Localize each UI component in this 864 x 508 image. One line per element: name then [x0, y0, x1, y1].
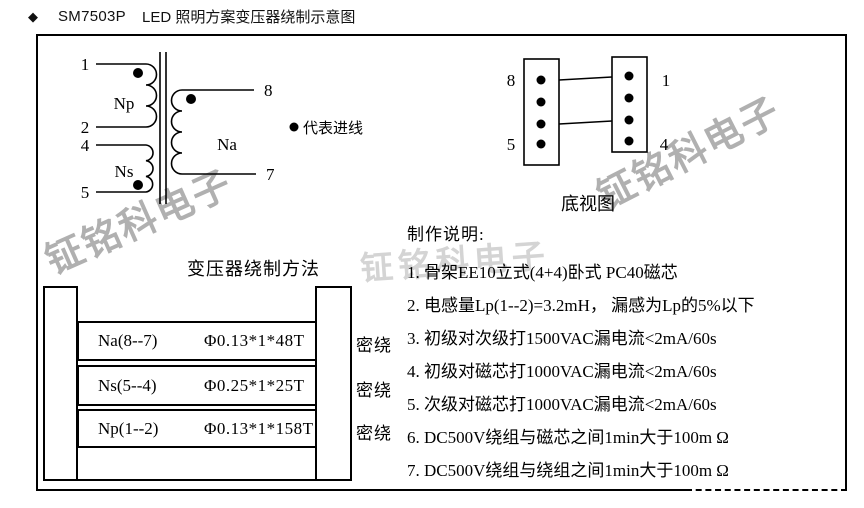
bottom-view-caption: 底视图 — [561, 194, 615, 214]
wire-spec: Φ0.25*1*25T — [204, 375, 305, 395]
core-lines — [159, 52, 167, 204]
bv-pin1-label: 1 — [662, 71, 671, 90]
winding-name: Ns(5--4) — [98, 375, 157, 395]
pin2-label: 2 — [81, 118, 90, 137]
winding-name: Na(8--7) — [98, 331, 158, 350]
diamond-bullet-icon: ◆ — [28, 8, 38, 24]
bv-pin4-label: 4 — [660, 135, 669, 154]
dot-pin8 — [186, 94, 196, 104]
diagram-panel: 钲铭科电子 钲铭科电子 钲铭科电子 1 2 4 5 8 — [36, 34, 847, 491]
winding-name: Np(1--2) — [98, 418, 159, 438]
winding-row-np: Np(1--2) Φ0.13*1*158T — [77, 409, 317, 448]
instruction-item: 5. 次级对磁芯打1000VAC漏电流<2mA/60s — [407, 395, 717, 414]
instruction-item: 6. DC500V绕组与磁芯之间1min大于100m Ω — [407, 428, 729, 447]
bv-pin5-label: 5 — [507, 135, 516, 154]
winding-note: 密绕 — [356, 424, 392, 443]
np-winding-coil — [96, 63, 158, 128]
winding-note: 密绕 — [356, 381, 392, 400]
bv-pin8-label: 8 — [507, 71, 516, 90]
na-winding-coil — [170, 89, 256, 175]
instruction-item: 2. 电感量Lp(1--2)=3.2mH， 漏感为Lp的5%以下 — [407, 296, 755, 315]
page-title: ◆ SM7503P LED 照明方案变压器绕制示意图 — [28, 6, 355, 27]
instruction-item: 1. 骨架EE10立式(4+4)卧式 PC40磁芯 — [407, 263, 678, 282]
ns-winding-coil — [96, 144, 154, 193]
na-label: Na — [217, 135, 237, 154]
title-text: LED 照明方案变压器绕制示意图 — [141, 9, 356, 26]
schematic-drawing: 1 2 4 5 8 7 Np Ns Na 代表进线 — [43, 52, 671, 481]
winding-method-title: 变压器绕制方法 — [187, 259, 320, 279]
instructions-block: 制作说明: 1. 骨架EE10立式(4+4)卧式 PC40磁芯 2. 电感量Lp… — [407, 220, 839, 487]
bottom-view: 8 5 1 4 — [507, 56, 671, 166]
pin5-label: 5 — [81, 183, 90, 202]
instruction-item: 4. 初级对磁芯打1000VAC漏电流<2mA/60s — [407, 362, 717, 381]
wire-spec: Φ0.13*1*158T — [204, 418, 314, 438]
instruction-item: 3. 初级对次级打1500VAC漏电流<2mA/60s — [407, 329, 717, 348]
instructions-list: 1. 骨架EE10立式(4+4)卧式 PC40磁芯 2. 电感量Lp(1--2)… — [407, 256, 839, 487]
legend-dot-icon — [289, 122, 299, 132]
legend-text: 代表进线 — [303, 120, 363, 137]
pin8-label: 8 — [264, 81, 273, 100]
pin7-label: 7 — [266, 165, 275, 184]
winding-row-na: Na(8--7) Φ0.13*1*48T — [77, 321, 317, 361]
ns-label: Ns — [115, 162, 134, 181]
instructions-title: 制作说明: — [407, 225, 485, 244]
pin1-label: 1 — [81, 55, 90, 74]
wire-spec: Φ0.13*1*48T — [204, 331, 305, 350]
winding-note: 密绕 — [356, 336, 392, 355]
winding-row-ns: Ns(5--4) Φ0.25*1*25T — [77, 365, 317, 406]
pin4-label: 4 — [81, 136, 90, 155]
np-label: Np — [114, 94, 135, 113]
instruction-item: 7. DC500V绕组与绕组之间1min大于100m Ω — [407, 461, 729, 480]
border-dash-segment — [686, 489, 847, 491]
dot-pin5 — [133, 180, 143, 190]
part-number: SM7503P — [58, 8, 126, 25]
dot-pin1 — [133, 68, 143, 78]
